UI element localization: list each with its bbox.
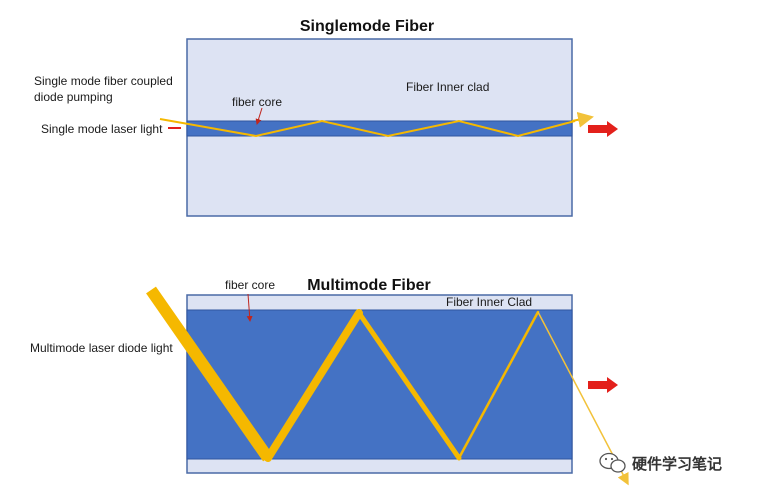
multimode-beam-segment-2 [264,309,363,462]
singlemode-title: Singlemode Fiber [300,18,434,35]
multimode-core-pointer [246,293,253,322]
singlemode-section: Singlemode Fiber Single mode fiber coupl… [34,18,618,217]
label-multimode-clad: Fiber Inner Clad [446,295,532,309]
multimode-title: Multimode Fiber [307,277,431,294]
label-multimode-core: fiber core [225,278,275,292]
singlemode-beam [159,118,576,138]
multimode-beam-segment-3 [356,310,462,461]
label-coupled-line2: diode pumping [34,90,113,104]
watermark-text: 硬件学习笔记 [632,455,722,473]
watermark: 硬件学习笔记 [599,452,722,473]
singlemode-exit-ray [571,111,594,128]
label-singlemode-clad: Fiber Inner clad [406,80,489,94]
multimode-section: Multimode Fiber fiber core Fiber Inner C… [30,277,629,486]
multimode-core [186,309,573,460]
multimode-output-arrow [588,377,618,393]
label-multimode-laser: Multimode laser diode light [30,341,173,355]
wechat-icon [599,452,626,473]
label-singlemode-core: fiber core [232,95,282,109]
singlemode-output-arrow [588,121,618,137]
label-singlemode-laser: Single mode laser light [41,122,163,136]
multimode-input-beam [146,286,273,462]
label-coupled-line1: Single mode fiber coupled [34,74,173,88]
singlemode-core-pointer [255,107,263,125]
multimode-beam-segment-4 [457,310,540,460]
